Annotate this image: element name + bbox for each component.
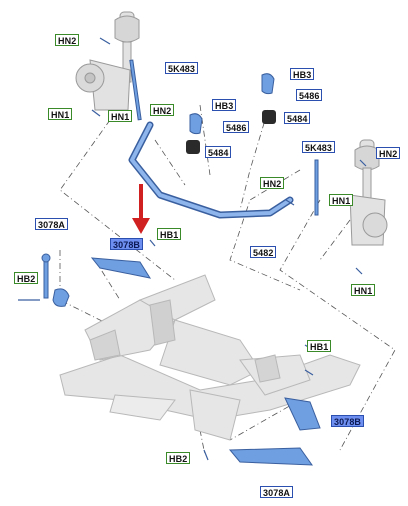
red-arrow (132, 184, 150, 234)
label-hb1-right: HB1 (307, 340, 332, 352)
left-strut-assembly (75, 11, 140, 111)
label-hn1-lower-right: HN1 (351, 284, 376, 296)
label-hn2-mid: HN2 (150, 104, 175, 116)
label-hb3-a: HB3 (290, 68, 315, 80)
label-hn1-right: HN1 (329, 194, 354, 206)
label-5482: 5482 (250, 246, 277, 258)
label-5k483-top: 5K483 (165, 62, 199, 74)
label-hb2-left: HB2 (14, 272, 39, 284)
leader-lines (59, 104, 396, 456)
label-5484-a: 5484 (284, 112, 311, 124)
label-3078b-right-highlighted: 3078B (331, 415, 365, 427)
label-hb3-b: HB3 (212, 99, 237, 111)
subframe (59, 274, 361, 441)
label-3078a-bottom: 3078A (260, 486, 294, 498)
label-hb1-left: HB1 (157, 228, 182, 240)
label-hn2-right: HN2 (376, 147, 401, 159)
label-5484-b: 5484 (205, 146, 232, 158)
label-hn1-mid: HN1 (108, 110, 133, 122)
blue-parts (41, 59, 321, 466)
right-strut-assembly (349, 139, 388, 246)
black-bushings (186, 110, 276, 154)
label-3078b-left-highlighted: 3078B (110, 238, 144, 250)
label-5486-a: 5486 (296, 89, 323, 101)
label-hn2-center: HN2 (260, 177, 285, 189)
label-5k483-right: 5K483 (302, 141, 336, 153)
label-hn2-top: HN2 (55, 34, 80, 46)
label-5486-b: 5486 (223, 121, 250, 133)
label-3078a-left: 3078A (35, 218, 69, 230)
stabilizer-bar (128, 121, 294, 219)
label-hn1-left: HN1 (48, 108, 73, 120)
label-hb2-bottom: HB2 (166, 452, 191, 464)
